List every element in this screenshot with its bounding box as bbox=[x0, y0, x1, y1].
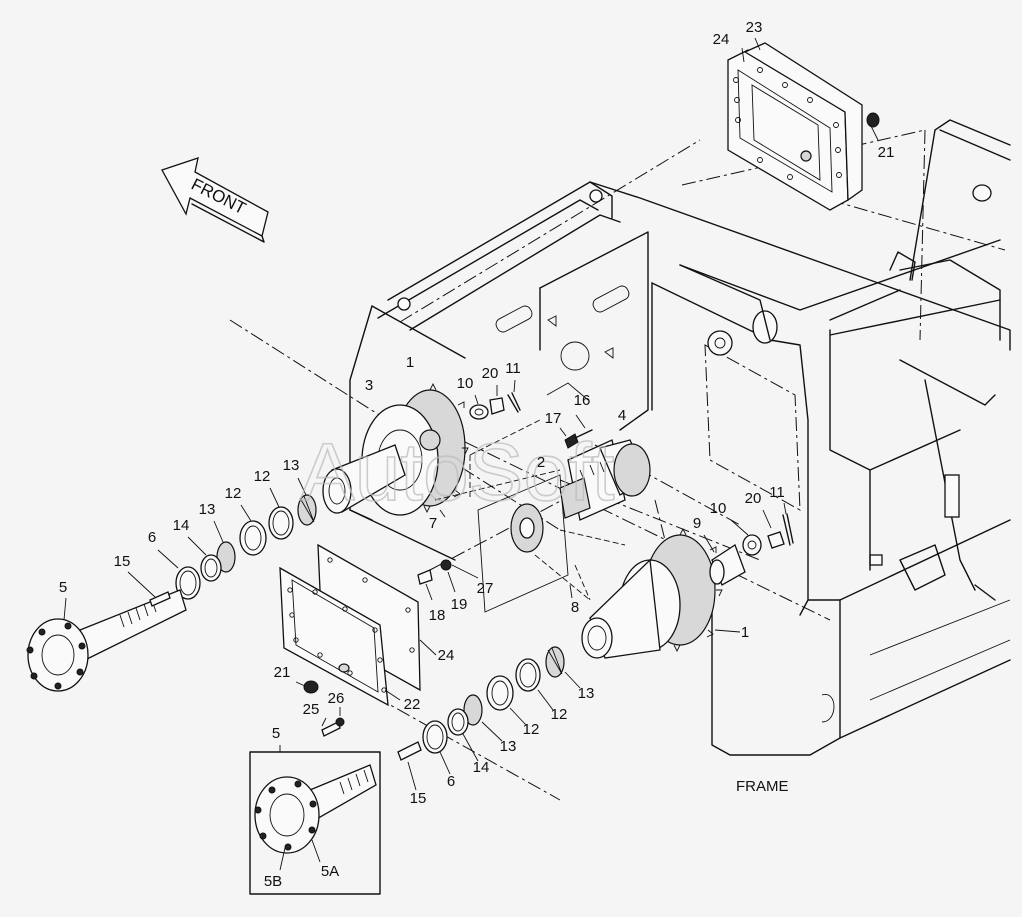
callout-c14b: 14 bbox=[473, 759, 490, 776]
drive-chain-lower bbox=[534, 529, 626, 601]
callout-c5a: 5 bbox=[59, 579, 67, 596]
callout-c2: 2 bbox=[537, 454, 545, 471]
callout-c11a: 11 bbox=[505, 360, 521, 377]
axle-upper bbox=[26, 571, 187, 692]
front-arrow: FRONT bbox=[161, 157, 269, 243]
drive-chain-upper bbox=[434, 419, 561, 501]
frame-body bbox=[229, 119, 1011, 801]
lower-bearing-stack bbox=[397, 646, 581, 791]
callout-c24a: 24 bbox=[713, 31, 730, 48]
callout-c10b: 10 bbox=[710, 500, 727, 517]
callout-c5B: 5B bbox=[264, 873, 282, 890]
callout-c5A: 5A bbox=[321, 863, 339, 880]
callout-c11b: 11 bbox=[769, 484, 785, 501]
callout-c13a: 13 bbox=[283, 457, 300, 474]
callout-c12d: 12 bbox=[523, 721, 540, 738]
upper-fasteners bbox=[469, 379, 521, 420]
right-sprocket-hub bbox=[581, 502, 794, 659]
callout-c26: 26 bbox=[328, 690, 345, 707]
callout-c15b: 15 bbox=[410, 790, 427, 807]
callout-c19: 19 bbox=[451, 596, 468, 613]
callout-c8: 8 bbox=[571, 599, 579, 616]
callout-c13d: 13 bbox=[500, 738, 517, 755]
watermark: AutoSoft bbox=[300, 427, 615, 518]
callout-c21a: 21 bbox=[878, 144, 895, 161]
callout-c17: 17 bbox=[545, 410, 562, 427]
callout-c14a: 14 bbox=[173, 517, 190, 534]
callout-c1a: 1 bbox=[406, 354, 414, 371]
callout-c15a: 15 bbox=[114, 553, 131, 570]
callout-c13b: 13 bbox=[199, 501, 216, 518]
drive-sprocket-2 bbox=[477, 474, 569, 613]
callout-c4: 4 bbox=[618, 407, 626, 424]
axle-detail-box bbox=[249, 745, 381, 895]
frame-label: FRAME bbox=[736, 778, 789, 795]
callout-c13c: 13 bbox=[578, 685, 595, 702]
callout-c24b: 24 bbox=[438, 647, 455, 664]
callout-c12b: 12 bbox=[225, 485, 242, 502]
callout-c3: 3 bbox=[365, 377, 373, 394]
callout-c12a: 12 bbox=[254, 468, 271, 485]
left-bearing-stack bbox=[157, 477, 317, 600]
callout-c27: 27 bbox=[477, 580, 494, 597]
side-cover-22 bbox=[279, 543, 437, 737]
callout-c16: 16 bbox=[574, 392, 591, 409]
callout-c22: 22 bbox=[404, 696, 421, 713]
callout-c20b: 20 bbox=[745, 490, 762, 507]
callout-c1b: 1 bbox=[741, 624, 749, 641]
callout-c5b: 5 bbox=[272, 725, 280, 742]
callout-c20a: 20 bbox=[482, 365, 499, 382]
top-inspection-cover bbox=[727, 37, 880, 211]
callout-c9: 9 bbox=[693, 515, 701, 532]
callout-c21b: 21 bbox=[274, 664, 291, 681]
callout-c18: 18 bbox=[429, 607, 446, 624]
callout-c6b: 6 bbox=[447, 773, 455, 790]
callout-c25: 25 bbox=[303, 701, 320, 718]
center-fasteners bbox=[417, 509, 573, 601]
left-sprocket-hub bbox=[322, 382, 469, 516]
callout-c7: 7 bbox=[429, 515, 437, 532]
callout-c6a: 6 bbox=[148, 529, 156, 546]
callout-c23: 23 bbox=[746, 19, 763, 36]
hydraulic-motor-4 bbox=[559, 414, 651, 521]
callout-c12c: 12 bbox=[551, 706, 568, 723]
callout-c10a: 10 bbox=[457, 375, 474, 392]
